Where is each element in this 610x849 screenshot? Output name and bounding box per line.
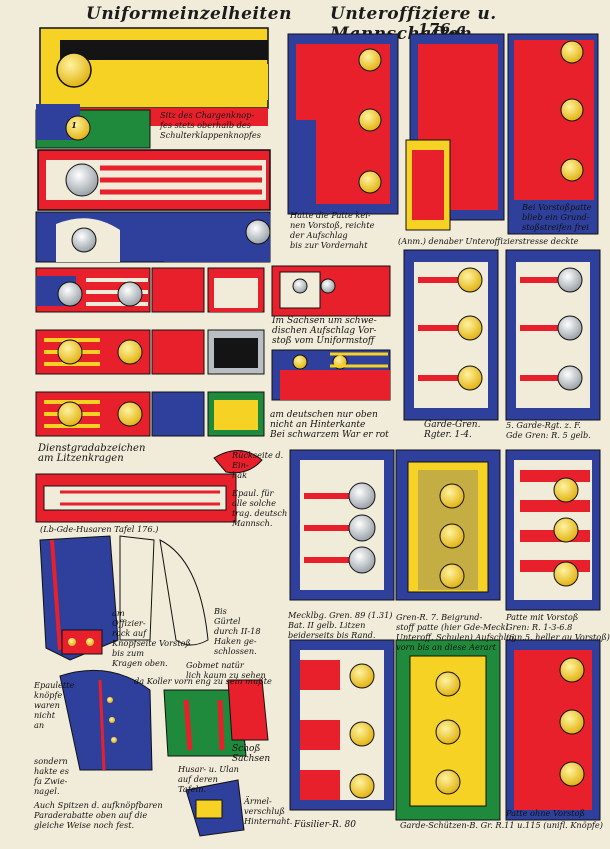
caption-offizier: am Offizier- rock auf Knopfseite Vorstoß…	[112, 608, 191, 668]
swedish-cuffs	[271, 265, 391, 401]
garde-rgt-cuff	[505, 249, 601, 421]
caption-garde-gren: Garde-Gren. Rgter. 1-4.	[424, 420, 481, 440]
officer-coat	[39, 535, 209, 661]
chargen-badge-number: 1	[71, 120, 77, 130]
gren-r7-cuff	[395, 449, 501, 601]
garde-schuetzen-cuff	[395, 639, 501, 821]
caption-schoss: Schoß Sachsen	[232, 744, 271, 764]
caption-husaren: (Lb-Gde-Husaren Tafel 176.)	[40, 524, 159, 534]
caption-mecklbg: Mecklbg. Gren. 89 (1.31) Bat. II gelb. L…	[288, 610, 393, 640]
caption-deutschen: am deutschen nur oben nicht an Hinterkan…	[270, 410, 389, 440]
husar-skirt	[163, 679, 269, 757]
husaren-strap	[35, 473, 237, 523]
title-left: Uniformeinzelheiten	[86, 4, 292, 24]
red-cap	[213, 450, 263, 474]
caption-garde-rgt: 5. Garde-Rgt. z. F. Gde Gren: R. 5 gelb.	[506, 420, 591, 440]
caption-gobmet: Gobmet natür lich kaum zu sehen	[186, 660, 266, 680]
cuff-patte-2	[405, 33, 505, 231]
patte-ohne-cuff	[505, 639, 601, 821]
caption-bis-gurtel: Bis Gürtel durch II-18 Haken ge- schloss…	[214, 606, 261, 656]
caption-sonder: sondern hakte es fa Zwie- nagel.	[34, 756, 69, 796]
caption-chargen: Sitz des Chargenknop- fes stets oberhalb…	[160, 110, 261, 140]
dienstgrad-collars	[35, 267, 265, 437]
collar-piece-blue	[35, 211, 271, 263]
caption-husar-ulan: Husar- u. Ulan auf deren Tafeln.	[178, 764, 239, 794]
caption-rueckseite: Rückseite d. Ein- hak	[232, 450, 284, 480]
shoulder-strap-top	[39, 27, 269, 126]
caption-unteroffizier: (Anm.) denaber Unteroffizierstresse deck…	[398, 236, 579, 246]
caption-sachsen: Im Sachsen um schwe- dischen Aufschlag V…	[272, 316, 377, 346]
caption-vorstosspatte: Bei Vorstoßpatte blieb ein Grund- stoßst…	[522, 202, 592, 232]
caption-patte-mit: Patte mit Vorstoß Gren: R. 1-3-6.8 (6.n.…	[506, 612, 610, 642]
caption-epaul: Epaul. für alle solche trag. deutsch Man…	[232, 488, 288, 528]
caption-spitzen: Auch Spitzen d. aufknöpfbaren Paraderaba…	[34, 800, 163, 830]
cuff-patte-1	[287, 33, 399, 215]
armel-piece	[185, 779, 245, 837]
mecklbg-cuff	[289, 449, 395, 601]
litzen-strap	[37, 149, 271, 211]
caption-fusilier: Füsilier-R. 80	[294, 820, 356, 830]
cuff-patte-3	[507, 33, 599, 235]
garde-gren-cuff	[403, 249, 499, 421]
ulan-coat	[59, 670, 153, 771]
fusilier-cuff	[289, 639, 395, 811]
caption-epaulette: Epaulette knöpfe waren nicht an	[34, 680, 75, 730]
caption-garde-schuetzen: Garde-Schützen-B. Gr. R.11 u.115 (unifl.…	[400, 820, 603, 830]
patte-mit-vorstoss-cuff	[505, 449, 601, 611]
chargen-badge	[35, 104, 151, 149]
caption-dienstgrad: Dienstgradabzeichen am Litzenkragen	[38, 443, 146, 464]
caption-armel: Ärmel- verschluß Hinternaht.	[244, 796, 293, 826]
caption-patte: Hatte die Patte kei- nen Vorstoß, reicht…	[290, 210, 375, 250]
caption-gren-r7: Gren-R. 7. Beigrund- stoff patte (hier G…	[396, 612, 517, 652]
caption-koller: da Koller vorn eng zu sein mußte	[134, 676, 272, 686]
caption-patte-ohne: Patte ohne Vorstoß	[506, 808, 585, 818]
